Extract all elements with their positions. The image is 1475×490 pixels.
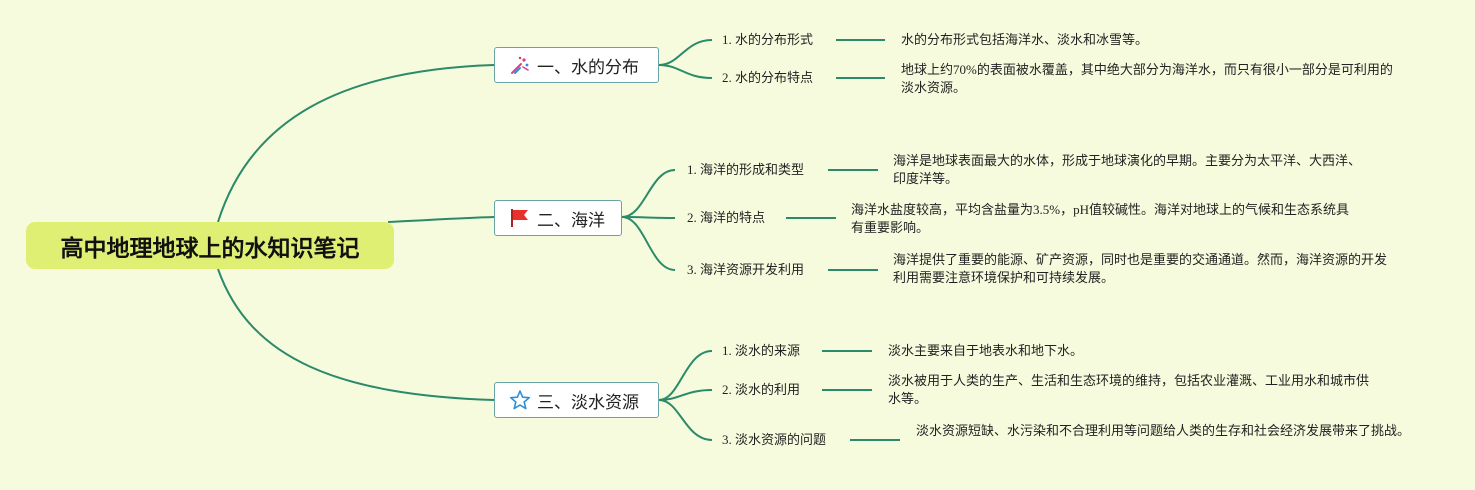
- detail-freshwater-sources[interactable]: 淡水主要来自于地表水和地下水。: [888, 342, 1368, 360]
- subtopic-label: 1. 淡水的来源: [722, 343, 801, 358]
- detail-distribution-features[interactable]: 地球上约70%的表面被水覆盖，其中绝大部分为海洋水，而只有很小一部分是可利用的淡…: [901, 61, 1393, 97]
- branch-label: 二、海洋: [537, 210, 605, 231]
- branch-label: 三、淡水资源: [537, 392, 639, 413]
- detail-text: 淡水资源短缺、水污染和不合理利用等问题给人类的生存和社会经济发展带来了挑战。: [916, 423, 1411, 438]
- detail-text: 海洋水盐度较高，平均含盐量为3.5%，pH值较碱性。海洋对地球上的气候和生态系统…: [851, 202, 1349, 235]
- subtopic-freshwater-sources[interactable]: 1. 淡水的来源: [722, 342, 800, 360]
- subtopic-ocean-features[interactable]: 2. 海洋的特点: [687, 209, 765, 227]
- detail-text: 水的分布形式包括海洋水、淡水和冰雪等。: [901, 32, 1149, 47]
- detail-freshwater-use[interactable]: 淡水被用于人类的生产、生活和生态环境的维持，包括农业灌溉、工业用水和城市供水等。: [888, 372, 1380, 408]
- subtopic-label: 2. 海洋的特点: [687, 210, 766, 225]
- detail-text: 淡水被用于人类的生产、生活和生态环境的维持，包括农业灌溉、工业用水和城市供水等。: [888, 373, 1370, 406]
- subtopic-label: 3. 淡水资源的问题: [722, 432, 827, 447]
- subtopic-label: 3. 海洋资源开发利用: [687, 262, 805, 277]
- subtopic-ocean-resources[interactable]: 3. 海洋资源开发利用: [687, 261, 804, 279]
- subtopic-label: 1. 海洋的形成和类型: [687, 162, 805, 177]
- subtopic-label: 2. 淡水的利用: [722, 382, 801, 397]
- branch-freshwater[interactable]: 三、淡水资源: [494, 382, 659, 418]
- detail-text: 海洋提供了重要的能源、矿产资源，同时也是重要的交通通道。然而，海洋资源的开发利用…: [893, 252, 1388, 285]
- detail-freshwater-problems[interactable]: 淡水资源短缺、水污染和不合理利用等问题给人类的生存和社会经济发展带来了挑战。: [916, 422, 1411, 440]
- branch-ocean[interactable]: 二、海洋: [494, 200, 622, 236]
- detail-ocean-resources[interactable]: 海洋提供了重要的能源、矿产资源，同时也是重要的交通通道。然而，海洋资源的开发利用…: [893, 251, 1388, 287]
- detail-text: 地球上约70%的表面被水覆盖，其中绝大部分为海洋水，而只有很小一部分是可利用的淡…: [901, 62, 1393, 95]
- subtopic-ocean-formation[interactable]: 1. 海洋的形成和类型: [687, 161, 804, 179]
- detail-ocean-features[interactable]: 海洋水盐度较高，平均含盐量为3.5%，pH值较碱性。海洋对地球上的气候和生态系统…: [851, 201, 1351, 237]
- root-title: 高中地理地球上的水知识笔记: [60, 235, 360, 262]
- subtopic-distribution-forms[interactable]: 1. 水的分布形式: [722, 31, 813, 49]
- star-outline-icon: [509, 389, 535, 411]
- red-flag-icon: [509, 207, 535, 229]
- detail-ocean-formation[interactable]: 海洋是地球表面最大的水体，形成于地球演化的早期。主要分为太平洋、大西洋、印度洋等…: [893, 152, 1373, 188]
- detail-distribution-forms[interactable]: 水的分布形式包括海洋水、淡水和冰雪等。: [901, 31, 1381, 49]
- root-topic[interactable]: 高中地理地球上的水知识笔记: [26, 222, 394, 269]
- subtopic-freshwater-problems[interactable]: 3. 淡水资源的问题: [722, 431, 826, 449]
- branch-water-distribution[interactable]: 一、水的分布: [494, 47, 659, 83]
- subtopic-label: 2. 水的分布特点: [722, 70, 814, 85]
- detail-text: 淡水主要来自于地表水和地下水。: [888, 343, 1084, 358]
- subtopic-label: 1. 水的分布形式: [722, 32, 814, 47]
- subtopic-distribution-features[interactable]: 2. 水的分布特点: [722, 69, 813, 87]
- detail-text: 海洋是地球表面最大的水体，形成于地球演化的早期。主要分为太平洋、大西洋、印度洋等…: [893, 153, 1362, 186]
- subtopic-freshwater-use[interactable]: 2. 淡水的利用: [722, 381, 800, 399]
- branch-label: 一、水的分布: [537, 57, 639, 78]
- party-popper-icon: [509, 54, 535, 76]
